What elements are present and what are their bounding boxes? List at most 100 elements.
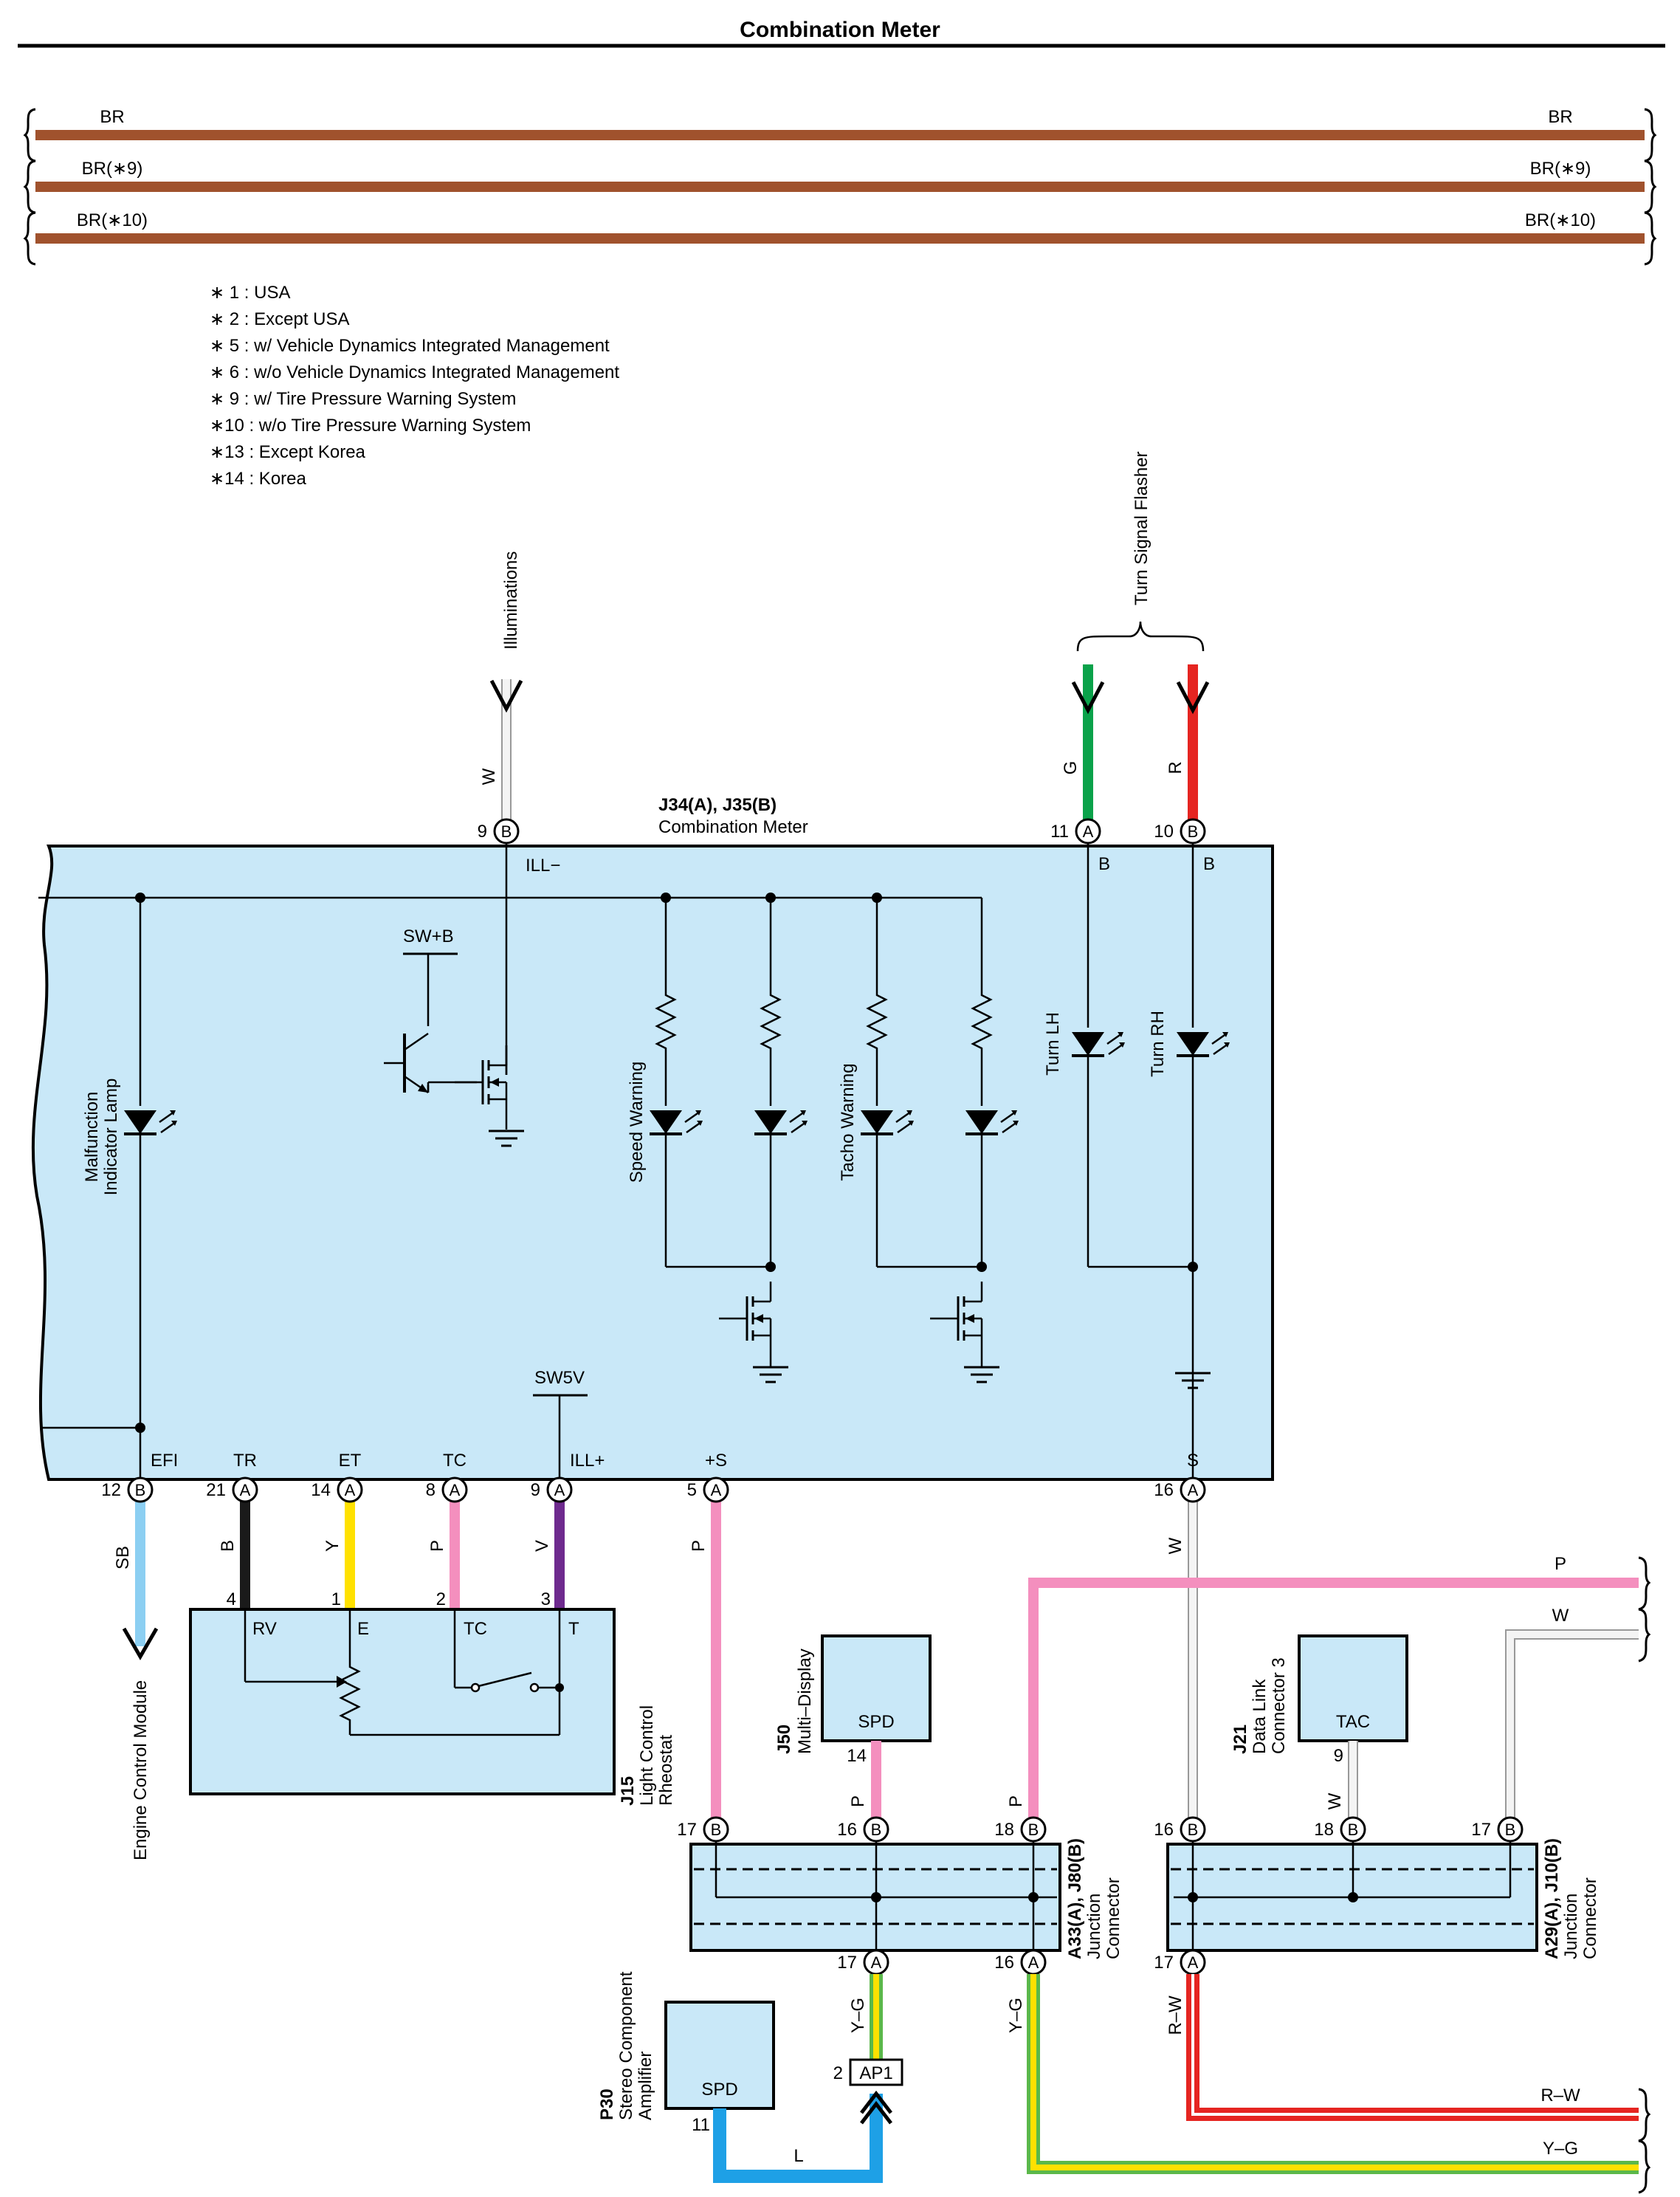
svg-text:Connector: Connector — [1580, 1877, 1600, 1959]
svg-text:V: V — [532, 1540, 552, 1552]
svg-text:A: A — [240, 1481, 251, 1499]
meter-bottom-pins: B 12 A 21 A 14 A 8 A 9 A 5 A 16 — [101, 1476, 1206, 1503]
svg-text:16: 16 — [837, 1820, 857, 1840]
white-wire-right: W — [1505, 1606, 1639, 1829]
svg-text:W: W — [1552, 1606, 1569, 1626]
svg-text:P: P — [1006, 1795, 1026, 1807]
note-9: ∗ 9 : w/ Tire Pressure Warning System — [210, 389, 516, 409]
turn-lh-label: Turn LH — [1043, 1012, 1063, 1076]
svg-text:4: 4 — [227, 1589, 236, 1609]
bus-label-br9: BR(∗9) — [82, 159, 143, 179]
svg-text:SPD: SPD — [858, 1712, 894, 1732]
multi-display: SPD J50 Multi–Display 14 P — [774, 1634, 932, 1829]
svg-text:B: B — [1505, 1820, 1516, 1839]
svg-text:A: A — [1028, 1953, 1039, 1972]
pink-wire-right: P P — [1006, 1554, 1639, 1829]
note-13: ∗13 : Except Korea — [210, 442, 366, 462]
svg-text:14: 14 — [847, 1746, 867, 1766]
note-5: ∗ 5 : w/ Vehicle Dynamics Integrated Man… — [210, 336, 610, 356]
svg-text:SPD: SPD — [701, 2080, 737, 2100]
svg-text:ET: ET — [339, 1451, 362, 1471]
tacho-warning-label: Tacho Warning — [838, 1063, 858, 1180]
mil-label-1: Malfunction — [82, 1092, 102, 1183]
meter-bottom-terms: EFI TR ET TC ILL+ +S S — [151, 1451, 1199, 1471]
svg-text:Connector: Connector — [1104, 1877, 1123, 1959]
note-10: ∗10 : w/o Tire Pressure Warning System — [210, 416, 531, 436]
svg-text:TR: TR — [233, 1451, 257, 1471]
svg-text:16: 16 — [1154, 1820, 1174, 1840]
svg-text:11: 11 — [1050, 822, 1069, 842]
right-cut-marks — [1638, 1556, 1651, 2194]
svg-text:TC: TC — [464, 1619, 487, 1639]
svg-text:W: W — [1166, 1537, 1185, 1554]
svg-text:R–W: R–W — [1166, 1995, 1185, 2035]
turn-lh-b: B — [1098, 854, 1110, 874]
svg-text:1: 1 — [331, 1589, 341, 1609]
svg-text:10: 10 — [1154, 822, 1174, 842]
svg-text:B: B — [711, 1820, 722, 1839]
meter-bottom-wires: SB B Y P V P W — [113, 1502, 1198, 1829]
ecm-label: Engine Control Module — [131, 1680, 151, 1860]
svg-text:18: 18 — [994, 1820, 1014, 1840]
svg-text:P: P — [689, 1540, 709, 1552]
sw5v-label: SW5V — [534, 1368, 585, 1388]
svg-text:J50: J50 — [774, 1725, 794, 1754]
meter-top-pin-11a: A 11 — [1050, 818, 1101, 845]
svg-text:B: B — [871, 1820, 882, 1839]
junction1-code: A33(A), J80(B) — [1065, 1838, 1085, 1959]
svg-text:Multi–Display: Multi–Display — [795, 1648, 815, 1754]
speed-warning-label: Speed Warning — [627, 1062, 647, 1183]
bus-label-br10: BR(∗10) — [77, 210, 148, 230]
svg-text:EFI: EFI — [151, 1451, 178, 1471]
svg-text:TAC: TAC — [1336, 1712, 1370, 1732]
y-g-wire-right: Y–G Y–G — [1006, 1974, 1639, 2174]
illuminations-input: Illuminations W — [479, 551, 523, 821]
svg-text:RV: RV — [252, 1619, 277, 1639]
light-control-rheostat: 4 1 2 3 RV E TC T J15 Light Control Rheo… — [189, 1589, 676, 1806]
svg-text:Y: Y — [323, 1540, 342, 1552]
svg-text:B: B — [218, 1540, 238, 1552]
turn-rh-b: B — [1203, 854, 1215, 874]
meter-name: Combination Meter — [658, 817, 808, 837]
ap1-label: AP1 — [859, 2063, 892, 2083]
swb-label: SW+B — [403, 926, 454, 946]
page-title: Combination Meter — [740, 18, 940, 42]
svg-text:11: 11 — [692, 2115, 710, 2135]
svg-text:B: B — [1348, 1820, 1359, 1839]
meter-internal-circuit: Malfunction Indicator Lamp ILL− SW+B — [38, 843, 1231, 1479]
svg-text:Connector 3: Connector 3 — [1269, 1657, 1289, 1754]
junction2-code: A29(A), J10(B) — [1542, 1838, 1562, 1959]
rheostat-name-2: Rheostat — [656, 1735, 676, 1806]
svg-text:A: A — [1188, 1953, 1199, 1972]
svg-text:17: 17 — [1154, 1953, 1174, 1973]
svg-text:A: A — [450, 1481, 461, 1499]
svg-text:A: A — [345, 1481, 356, 1499]
r-w-wire: R–W R–W — [1166, 1974, 1639, 2121]
turn-rh-label: Turn RH — [1148, 1011, 1168, 1077]
note-1: ∗ 1 : USA — [210, 283, 290, 303]
svg-text:B: B — [1188, 822, 1199, 841]
svg-text:Stereo Component: Stereo Component — [616, 1971, 636, 2120]
y-g-wire-ap1: Y–G AP1 2 — [833, 1974, 903, 2182]
bus-label-br9-right: BR(∗9) — [1530, 159, 1591, 179]
svg-text:P30: P30 — [597, 2088, 617, 2120]
svg-text:Data Link: Data Link — [1250, 1679, 1270, 1754]
svg-text:17: 17 — [677, 1820, 697, 1840]
svg-text:Y–G: Y–G — [848, 1998, 868, 2033]
meter-code: J34(A), J35(B) — [658, 795, 777, 815]
notes: ∗ 1 : USA ∗ 2 : Except USA ∗ 5 : w/ Vehi… — [210, 283, 619, 489]
ground-bus: BR BR(∗9) BR(∗10) BR BR(∗9) BR(∗10) — [23, 107, 1657, 266]
svg-text:14: 14 — [311, 1480, 331, 1500]
svg-text:8: 8 — [426, 1480, 436, 1500]
rheostat-code: J15 — [618, 1776, 638, 1806]
svg-text:A: A — [554, 1481, 565, 1499]
ill-minus-label: ILL− — [526, 856, 560, 876]
bus-label-br: BR — [100, 107, 124, 127]
svg-text:2: 2 — [436, 1589, 446, 1609]
svg-text:W: W — [1325, 1792, 1345, 1809]
svg-text:P: P — [1555, 1554, 1566, 1574]
turn-signal-flasher-label: Turn Signal Flasher — [1132, 451, 1151, 605]
illuminations-label: Illuminations — [501, 551, 521, 650]
svg-text:P: P — [427, 1540, 447, 1552]
